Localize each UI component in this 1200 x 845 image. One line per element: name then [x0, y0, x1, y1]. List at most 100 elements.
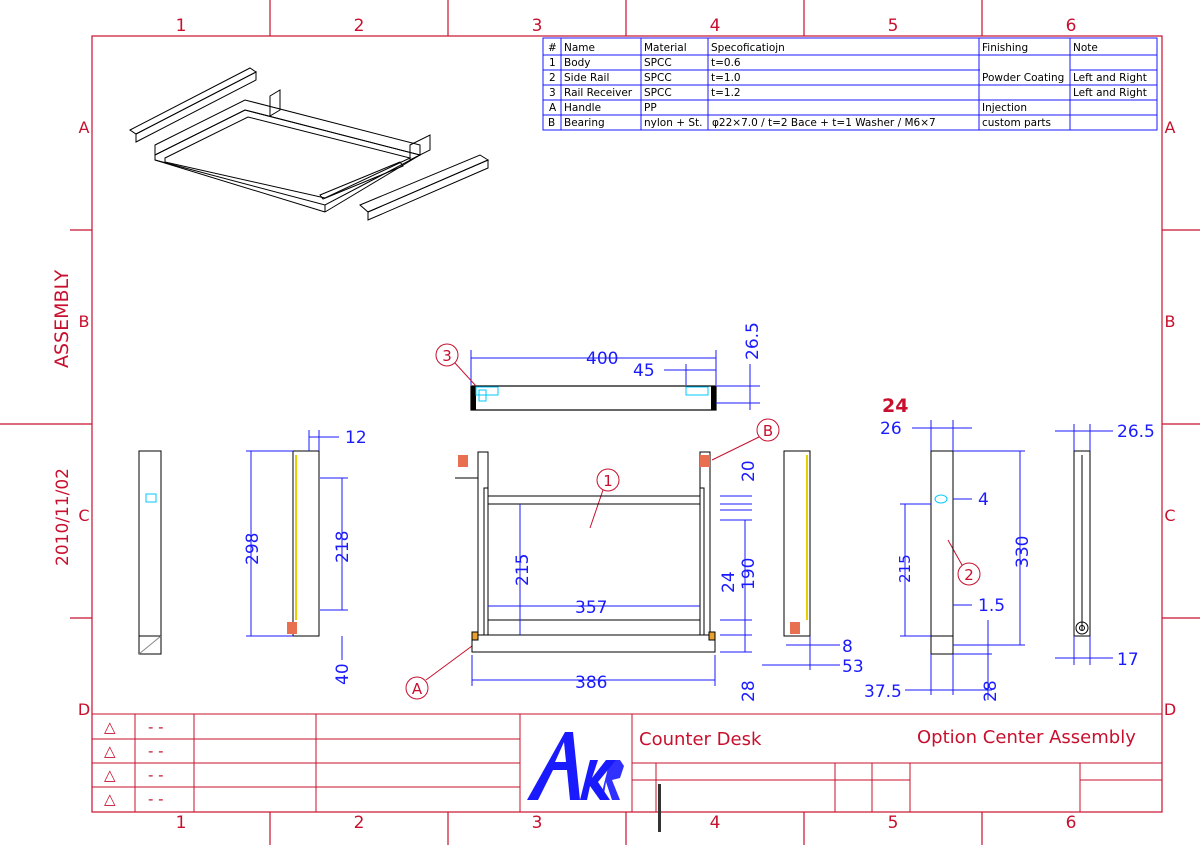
dim-28: 28 [739, 680, 759, 702]
table-cell: Handle [564, 102, 601, 114]
dim-24: 24 [719, 571, 739, 593]
callout-2: 2 [947, 539, 981, 586]
dim-298: 298 [243, 533, 263, 565]
callout-label: 3 [442, 347, 452, 365]
table-cell: A [549, 102, 557, 114]
table-cell: 1 [549, 57, 556, 69]
far-right-view [1073, 450, 1091, 637]
row-labels-left: A B C D [78, 118, 90, 719]
table-cell: t=1.0 [711, 72, 741, 84]
left-side-view-2 [287, 450, 320, 637]
revision-mark: △ [104, 766, 116, 784]
table-header: Name [564, 42, 595, 54]
body-front-view [455, 451, 716, 653]
title-block [92, 713, 1162, 812]
table-cell: Left and Right [1073, 87, 1147, 99]
product-name: Counter Desk [639, 729, 762, 750]
row-label: B [79, 312, 90, 331]
side-date: 2010/11/02 [53, 468, 73, 566]
col-label: 2 [354, 813, 365, 833]
dim-218: 218 [333, 531, 353, 563]
column-labels-bottom: 1 2 3 4 5 6 [176, 813, 1077, 833]
revision-text: - - [148, 790, 164, 808]
side-title: ASSEMBLY [51, 269, 73, 368]
row-label: C [1164, 506, 1175, 525]
table-cell: SPCC [644, 57, 672, 69]
side-rail-view [930, 450, 954, 655]
table-cell: 2 [549, 72, 556, 84]
body-front-dims [471, 495, 752, 686]
dim-357: 357 [575, 598, 607, 618]
dim-26-5: 26.5 [743, 322, 763, 360]
callout-label: B [763, 422, 773, 440]
table-header: # [548, 42, 557, 54]
far-right-dims [1055, 424, 1113, 665]
dim-20: 20 [739, 460, 759, 482]
col-label: 3 [532, 16, 543, 36]
left-side-view-1 [138, 450, 162, 655]
dim-12: 12 [345, 428, 367, 448]
dim-53: 53 [842, 657, 864, 677]
dim-26-5-far: 26.5 [1117, 422, 1155, 442]
col-label: 1 [176, 813, 187, 833]
side-rail-dims [900, 420, 1025, 700]
rail-receiver-dims [470, 350, 760, 410]
row-labels-right: A B C D [1164, 118, 1176, 719]
col-label: 3 [532, 813, 543, 833]
company-logo [527, 732, 661, 832]
table-cell: Left and Right [1073, 72, 1147, 84]
column-labels-top: 1 2 3 4 5 6 [176, 16, 1077, 36]
row-label: A [79, 118, 90, 137]
dim-215: 215 [513, 554, 533, 586]
isometric-view [129, 67, 490, 221]
table-cell: Body [564, 57, 591, 69]
table-header: Specoficatiojn [711, 42, 785, 54]
row-label: B [1165, 312, 1176, 331]
table-cell: Injection [982, 102, 1027, 114]
callout-1: 1 [589, 468, 620, 529]
drawing-title: Option Center Assembly [917, 727, 1136, 748]
rail-receiver-top-view [470, 385, 717, 411]
callout-label: A [412, 680, 423, 698]
table-cell: Side Rail [564, 72, 609, 84]
dim-8: 8 [842, 637, 853, 657]
parts-table: # Name Material Specoficatiojn Finishing… [542, 37, 1158, 131]
table-header: Material [644, 42, 687, 54]
dim-17: 17 [1117, 650, 1139, 670]
dim-4: 4 [978, 490, 989, 510]
dim-26: 26 [880, 419, 902, 439]
dim-215-rail: 215 [896, 554, 914, 583]
revision-mark: △ [104, 790, 116, 808]
col-label: 4 [710, 16, 721, 36]
callout-b: B [711, 418, 780, 461]
table-cell: SPCC [644, 87, 672, 99]
row-label: D [1164, 700, 1176, 719]
table-cell: Bearing [564, 117, 605, 129]
left-side-dims [246, 430, 348, 660]
revision-text: - - [148, 718, 164, 736]
table-cell: nylon + St. [644, 117, 702, 129]
table-cell: SPCC [644, 72, 672, 84]
dim-386: 386 [575, 673, 607, 693]
table-cell: Rail Receiver [564, 87, 633, 99]
callout-label: 1 [603, 472, 613, 490]
dim-400: 400 [586, 349, 618, 369]
row-label: A [1165, 118, 1176, 137]
col-label: 6 [1066, 16, 1077, 36]
col-label: 1 [176, 16, 187, 36]
revision-text: - - [148, 742, 164, 760]
col-label: 5 [888, 16, 899, 36]
right-side-view [783, 450, 811, 637]
revision-mark: △ [104, 742, 116, 760]
dim-1-5: 1.5 [978, 596, 1005, 616]
table-cell: φ22×7.0 / t=2 Bace + t=1 Washer / M6×7 [712, 117, 936, 129]
dim-37-5: 37.5 [864, 682, 902, 702]
dim-45: 45 [633, 361, 655, 381]
dim-190: 190 [739, 558, 759, 590]
table-cell: 3 [549, 87, 556, 99]
table-cell: PP [644, 102, 657, 114]
dim-40: 40 [333, 663, 353, 685]
table-cell: Powder Coating [982, 72, 1064, 84]
